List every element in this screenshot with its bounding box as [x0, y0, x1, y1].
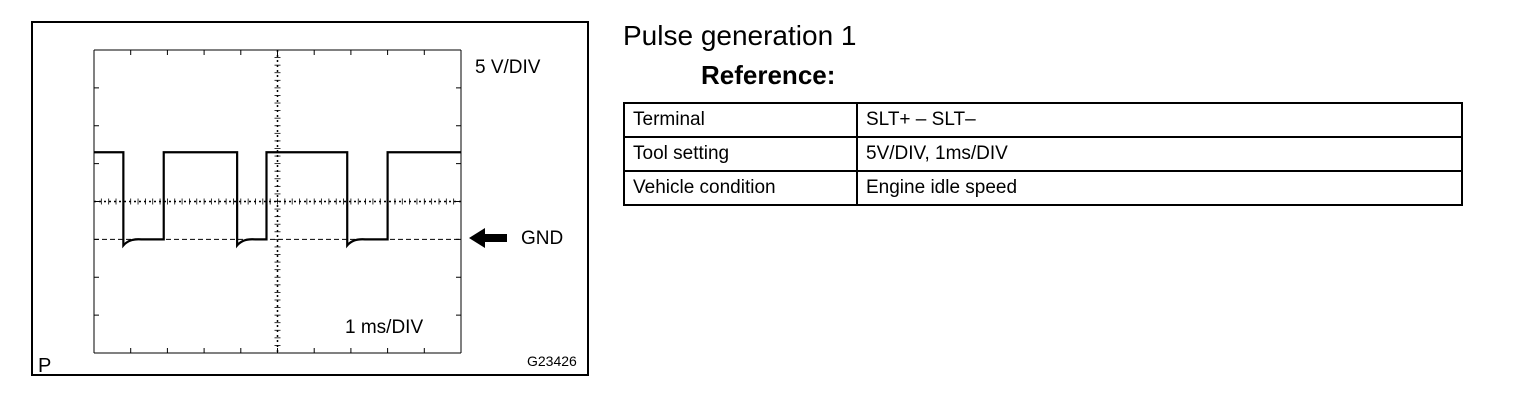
- row-label: Tool setting: [623, 136, 858, 172]
- table-row: Tool setting 5V/DIV, 1ms/DIV: [623, 136, 1463, 172]
- corner-mark: P: [38, 355, 52, 377]
- gnd-label: GND: [521, 228, 564, 249]
- reference-heading: Reference:: [701, 60, 836, 90]
- row-label: Vehicle condition: [623, 170, 858, 206]
- scope-grid: [93, 49, 462, 354]
- gnd-arrow-icon: [469, 228, 507, 248]
- time-scale-label: 1 ms/DIV: [345, 317, 424, 338]
- table-row: Vehicle condition Engine idle speed: [623, 170, 1463, 206]
- oscilloscope-panel: 5 V/DIV GND 1 ms/DIV P G23426: [31, 21, 589, 377]
- figure-code: G23426: [527, 353, 577, 369]
- pulse-waveform-trace: [94, 151, 461, 249]
- pulse-title: Pulse generation 1: [623, 20, 857, 51]
- row-value: Engine idle speed: [856, 170, 1463, 206]
- table-row: Terminal SLT+ – SLT–: [623, 102, 1463, 138]
- oscilloscope-screen: [93, 49, 507, 354]
- reference-table: Terminal SLT+ – SLT– Tool setting 5V/DIV…: [623, 102, 1463, 206]
- row-label: Terminal: [623, 102, 858, 138]
- row-value: 5V/DIV, 1ms/DIV: [856, 136, 1463, 172]
- row-value: SLT+ – SLT–: [856, 102, 1463, 138]
- volt-scale-label: 5 V/DIV: [475, 57, 541, 78]
